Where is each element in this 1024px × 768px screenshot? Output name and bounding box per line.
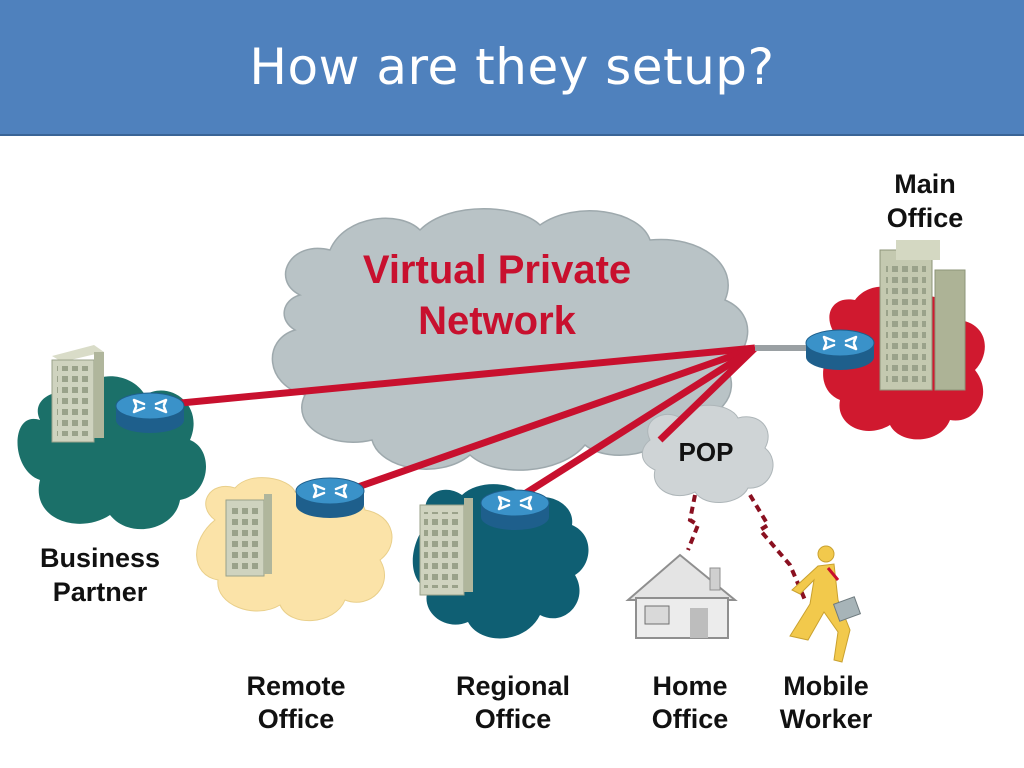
vpn-tunnels [159, 344, 810, 503]
regional-office-label-line1: Regional [456, 671, 570, 701]
business-partner-building-icon [51, 345, 104, 443]
mobile-worker-label-line2: Worker [780, 704, 873, 734]
regional-office-building-icon [419, 498, 473, 596]
pop-label: POP [679, 437, 734, 467]
house-icon [625, 553, 738, 639]
main-office-label-line1: Main [894, 169, 956, 199]
business-partner-router-icon [114, 391, 186, 435]
mobile-worker-label-line1: Mobile [783, 671, 869, 701]
remote-office-router-icon [294, 476, 366, 520]
slide-title-bar: How are they setup? [0, 0, 1024, 136]
pop-dial-links [686, 493, 807, 601]
regional-office-label-line2: Office [475, 704, 552, 734]
slide-title: How are they setup? [249, 38, 775, 96]
vpn-cloud-label-line1: Virtual Private [363, 248, 631, 292]
remote-office-building-icon [225, 494, 272, 577]
remote-office-label-line2: Office [258, 704, 335, 734]
business-partner-label-line1: Business [40, 543, 160, 573]
vpn-cloud [271, 208, 749, 471]
vpn-cloud-label-line2: Network [418, 299, 577, 343]
business-partner-label-line2: Partner [53, 577, 148, 607]
regional-office-router-icon [479, 488, 551, 532]
main-office-label-line2: Office [887, 203, 964, 233]
main-office-building-icon [879, 240, 966, 391]
mobile-worker-icon [789, 545, 862, 663]
home-office-label-line2: Office [652, 704, 729, 734]
home-office-label-line1: Home [652, 671, 727, 701]
remote-office-label-line1: Remote [246, 671, 345, 701]
vpn-diagram: Virtual Private Network POP Main Office … [17, 169, 985, 734]
main-office-router-icon [804, 328, 876, 372]
